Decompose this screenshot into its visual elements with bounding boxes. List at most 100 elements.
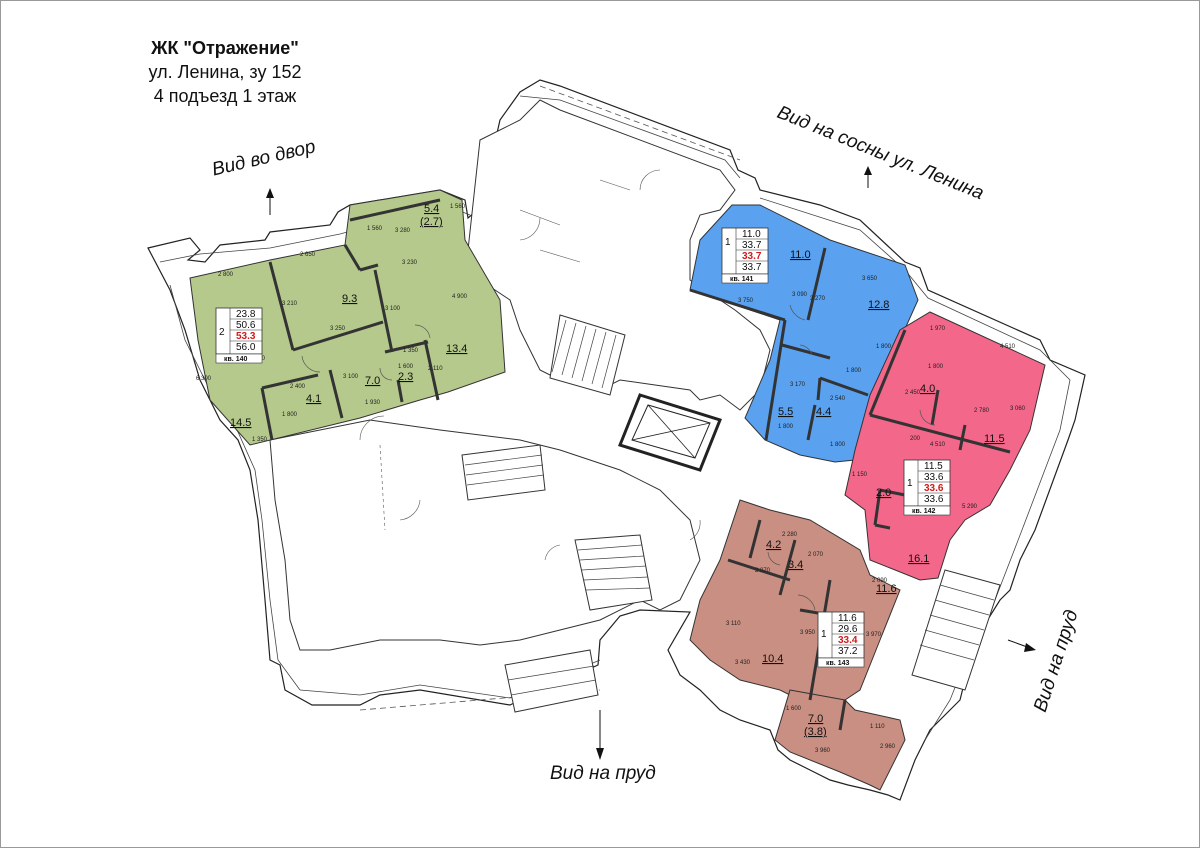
address: ул. Ленина, зу 152 bbox=[148, 62, 302, 82]
dimension: 1 930 bbox=[365, 400, 381, 406]
dimension: 3 430 bbox=[735, 660, 751, 666]
room-area: 4.4 bbox=[816, 406, 831, 418]
room-area: 11.6 bbox=[876, 583, 897, 595]
stairs-right bbox=[911, 569, 1001, 691]
dimension: 3 270 bbox=[810, 296, 826, 302]
dimension: 2 110 bbox=[428, 366, 443, 372]
dimension: 3 960 bbox=[815, 748, 831, 754]
room-labels-143: 4.2 3.4 11.6 10.4 7.0 (3.8) bbox=[762, 539, 897, 738]
dimension: 2 540 bbox=[830, 396, 846, 402]
view-pond-bottom-label: Вид на пруд bbox=[550, 763, 656, 784]
sale-area: 33.6 bbox=[924, 483, 944, 494]
apartment-140[interactable] bbox=[189, 189, 506, 446]
dimension: 3 100 bbox=[385, 306, 401, 312]
room-area: 7.0 bbox=[365, 375, 380, 387]
dimension: 2 960 bbox=[880, 744, 896, 750]
info-box-140: 2 23.8 50.6 53.3 56.0 кв. 140 bbox=[215, 307, 263, 364]
dimension: 3 970 bbox=[866, 632, 882, 638]
total-area: 50.6 bbox=[236, 320, 256, 331]
dimension: 4 510 bbox=[1000, 344, 1016, 350]
rooms-count: 1 bbox=[821, 629, 827, 640]
arrow-pond-right-icon bbox=[1007, 639, 1036, 652]
info-box-142: 1 11.5 33.6 33.6 33.6 кв. 142 bbox=[903, 459, 951, 516]
room-labels-141: 11.0 12.8 5.5 4.4 bbox=[778, 249, 889, 418]
living-area: 11.0 bbox=[742, 229, 761, 240]
room-area: 12.8 bbox=[868, 299, 889, 311]
dimension: 3 210 bbox=[282, 301, 298, 307]
room-area: 2.0 bbox=[876, 487, 891, 499]
stairs-lower bbox=[574, 534, 653, 611]
room-area: 4.2 bbox=[766, 539, 781, 551]
dimension: 4 900 bbox=[452, 294, 468, 300]
dimension: 1 970 bbox=[930, 326, 946, 332]
apartment-number: кв. 140 bbox=[224, 356, 247, 363]
room-area: 14.5 bbox=[230, 417, 251, 429]
room-area: 10.4 bbox=[762, 653, 783, 665]
arrow-yard-icon bbox=[266, 188, 274, 215]
room-area: 4.1 bbox=[306, 393, 321, 405]
info-box-143: 1 11.6 29.6 33.4 37.2 кв. 143 bbox=[817, 611, 865, 668]
apartment-142[interactable] bbox=[844, 311, 1046, 581]
complex-name: ЖК "Отражение" bbox=[151, 38, 299, 58]
dimension: 200 bbox=[910, 436, 921, 442]
room-area: 3.4 bbox=[788, 559, 803, 571]
dimension: 1 800 bbox=[846, 368, 862, 374]
stairs-top bbox=[549, 314, 626, 396]
arrow-pines-icon bbox=[864, 166, 872, 188]
full-area: 33.6 bbox=[924, 494, 944, 505]
dimensions-141: 3 750 3 090 3 270 3 650 1 800 1 800 3 17… bbox=[738, 276, 892, 448]
dimension: 1 350 bbox=[403, 348, 419, 354]
dimension: 1 600 bbox=[786, 706, 802, 712]
dimension: 5 290 bbox=[962, 504, 978, 510]
dimension: 3 060 bbox=[1010, 406, 1026, 412]
dimension: 3 650 bbox=[862, 276, 878, 282]
dimension: 1 150 bbox=[852, 472, 868, 478]
full-area: 56.0 bbox=[236, 342, 256, 353]
dimension: 3 110 bbox=[726, 621, 741, 627]
dimension: 3 090 bbox=[792, 292, 808, 298]
apartment-number: кв. 143 bbox=[826, 660, 849, 667]
full-area: 33.7 bbox=[742, 262, 762, 273]
room-area: 5.5 bbox=[778, 406, 793, 418]
room-area: (2.7) bbox=[420, 216, 443, 228]
room-area: (3.8) bbox=[804, 726, 827, 738]
dimension: 1 110 bbox=[870, 724, 885, 730]
dimension: 4 510 bbox=[930, 442, 946, 448]
dimension: 3 170 bbox=[790, 382, 806, 388]
dimension: 1 600 bbox=[398, 364, 414, 370]
dimension: 3 950 bbox=[800, 630, 816, 636]
dimensions-140: 2 800 2 650 3 230 3 280 3 250 3 210 3 10… bbox=[196, 204, 468, 443]
room-area: 11.0 bbox=[790, 249, 811, 261]
total-area: 33.6 bbox=[924, 472, 944, 483]
dimension: 2 090 bbox=[872, 578, 888, 584]
dimension: 1 800 bbox=[282, 412, 298, 418]
dimension: 1 800 bbox=[928, 364, 944, 370]
dimension: 2 070 bbox=[755, 568, 771, 574]
rooms-count: 2 bbox=[219, 327, 225, 338]
dimension: 1 560 bbox=[450, 204, 466, 210]
sale-area: 53.3 bbox=[236, 331, 256, 342]
dimension: 3 250 bbox=[330, 326, 346, 332]
dimension: 3 750 bbox=[738, 298, 754, 304]
dimension: 1 350 bbox=[252, 437, 268, 443]
room-area: 5.4 bbox=[424, 203, 439, 215]
apartment-number: кв. 142 bbox=[912, 508, 935, 515]
rooms-count: 1 bbox=[907, 478, 913, 489]
section-floor: 4 подъезд 1 этаж bbox=[153, 86, 297, 106]
info-box-141: 1 11.0 33.7 33.7 33.7 кв. 141 bbox=[721, 227, 769, 284]
stairs-middle bbox=[461, 444, 546, 501]
room-area: 16.1 bbox=[908, 553, 929, 565]
dimension: 2 800 bbox=[218, 272, 234, 278]
dimensions-142: 1 970 1 800 4 510 2 450 2 780 3 060 4 51… bbox=[852, 326, 1026, 510]
dimension: 3 100 bbox=[343, 374, 359, 380]
dimension: 6 300 bbox=[196, 376, 212, 382]
room-area: 4.0 bbox=[920, 383, 935, 395]
apartment-number: кв. 141 bbox=[730, 276, 753, 283]
dimension: 2 780 bbox=[974, 408, 990, 414]
living-area: 23.8 bbox=[236, 309, 256, 320]
total-area: 29.6 bbox=[838, 624, 858, 635]
dimension: 2 650 bbox=[300, 252, 316, 258]
dimension: 2 450 bbox=[905, 390, 921, 396]
room-area: 2.3 bbox=[398, 371, 413, 383]
